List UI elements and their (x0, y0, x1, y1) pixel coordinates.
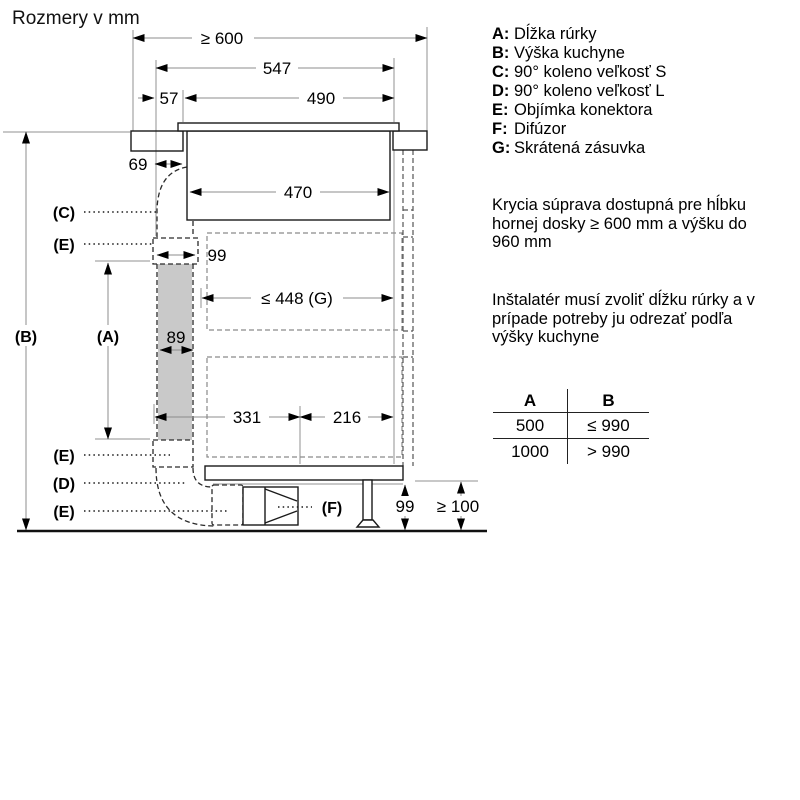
legend-key: G: (492, 139, 511, 157)
elbow-s-outline (156, 166, 188, 237)
dim-331: 331 (233, 408, 261, 427)
note-line: hornej dosky ≥ 600 mm a výšku do (492, 214, 747, 233)
parts-legend: A:Dĺžka rúrky B:Výška kuchyne C:90° kole… (492, 25, 666, 158)
legend-text: Objímka konektora (514, 101, 653, 119)
connector-sleeve-bottom-outline (211, 484, 244, 526)
legend-key: A: (492, 25, 510, 43)
legend-text: 90° koleno veľkosť S (514, 63, 667, 81)
dim-99-plinth: 99 (396, 497, 415, 516)
legend-key: D: (492, 82, 510, 100)
label-d: (D) (53, 476, 75, 493)
legend-text: Dĺžka rúrky (514, 25, 597, 43)
dim-547: 547 (263, 59, 291, 78)
label-e1: (E) (53, 237, 74, 254)
label-e2: (E) (53, 448, 74, 465)
dim-min-width: ≥ 600 (201, 29, 243, 48)
hob-body (186, 130, 391, 221)
dim-57: 57 (160, 89, 179, 108)
note-line: výšky kuchyne (492, 328, 600, 346)
worktop (130, 130, 428, 152)
table-header-b: B (567, 389, 649, 413)
connector-sleeve-mid-outline (152, 439, 194, 468)
worktop-right-section (392, 130, 428, 151)
legend-item-a: A:Dĺžka rúrky (492, 25, 666, 44)
diffuser (242, 486, 299, 526)
table-cell: 500 (493, 412, 568, 439)
duct-length-table: A B 500 ≤ 990 1000 > 990 (493, 389, 649, 464)
legend-key: B: (492, 44, 510, 62)
worktop-left-section (130, 130, 184, 152)
legend-item-g: G:Skrátená zásuvka (492, 139, 666, 158)
connector-sleeve-top-outline (152, 237, 199, 265)
dimension-lines (22, 34, 465, 531)
legend-item-c: C:90° koleno veľkosť S (492, 63, 666, 82)
cabinet-bottom-panel (204, 465, 404, 481)
plinth-leg (355, 479, 381, 528)
leader-lines (84, 211, 312, 512)
label-f: (F) (322, 500, 342, 517)
legend-text: Výška kuchyne (514, 44, 625, 62)
legend-item-f: F: Difúzor (492, 120, 666, 139)
legend-item-e: E: Objímka konektora (492, 101, 666, 120)
table-cell: > 990 (586, 441, 630, 461)
shortened-drawer-outline (206, 232, 403, 458)
dim-470: 470 (284, 183, 312, 202)
dim-490: 490 (307, 89, 335, 108)
legend-key: C: (492, 63, 510, 81)
label-b: (B) (15, 329, 37, 346)
table-cell: ≤ 990 (567, 412, 649, 439)
note-line: Inštalatér musí zvoliť dĺžku rúrky a v (492, 291, 755, 309)
page-title: Rozmery v mm (12, 8, 140, 29)
label-e3: (E) (53, 504, 74, 521)
note-line: 960 mm (492, 233, 552, 251)
dim-216: 216 (333, 408, 361, 427)
installation-diagram: ≥ 600 547 57 490 69 470 99 ≤ 448 (G) 89 … (3, 27, 487, 533)
text-backgrounds (9, 28, 485, 516)
note-line: prípade potreby ju odrezať podľa (492, 309, 733, 328)
hob-glass-top (177, 122, 400, 132)
legend-item-d: D:90° koleno veľkosť L (492, 82, 666, 101)
elbow-l-outline (155, 467, 217, 527)
installer-note: Inštalatér musí zvoliť dĺžku rúrky a v p… (492, 291, 755, 347)
dim-min-100: ≥ 100 (437, 497, 479, 516)
legend-text: Difúzor (514, 120, 567, 138)
dim-448-drawer: ≤ 448 (G) (261, 289, 333, 308)
legend-text: Skrátená zásuvka (514, 139, 646, 157)
availability-note: Krycia súprava dostupná pre hĺbku hornej… (492, 196, 747, 252)
table-row: 1000 > 990 (493, 438, 649, 464)
label-c: (C) (53, 205, 75, 222)
table-cell: 1000 (493, 438, 568, 464)
legend-key: F: (492, 120, 508, 138)
legend-text: 90° koleno veľkosť L (514, 82, 665, 100)
note-line: Krycia súprava dostupná pre hĺbku (492, 196, 747, 214)
dim-99-connector: 99 (208, 246, 227, 265)
dim-89: 89 (167, 328, 186, 347)
table-row: 500 ≤ 990 (493, 412, 649, 439)
flexible-duct-fill (158, 264, 192, 440)
legend-item-b: B:Výška kuchyne (492, 44, 666, 63)
dim-69: 69 (129, 155, 148, 174)
rear-duct-channel (402, 150, 414, 466)
legend-key: E: (492, 101, 509, 119)
table-header-a: A (493, 389, 568, 413)
table-header-row: A B (493, 389, 649, 413)
label-a: (A) (97, 329, 119, 346)
